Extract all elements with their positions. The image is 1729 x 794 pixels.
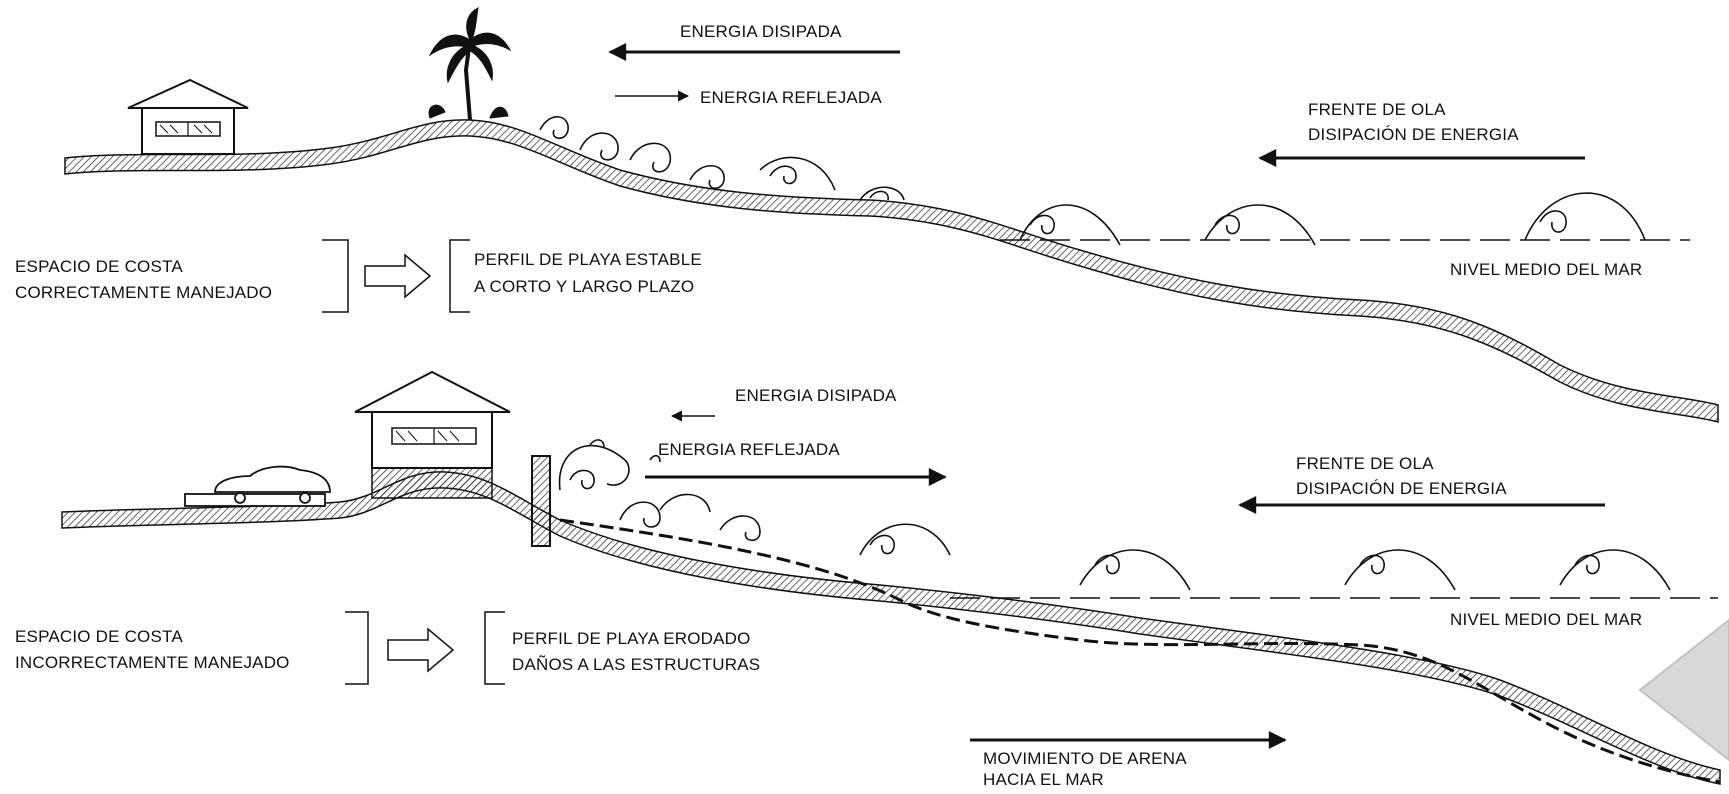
bottom-hollow-arrow bbox=[388, 629, 453, 671]
bottom-energy-dissipated-label: ENERGIA DISIPADA bbox=[735, 384, 897, 409]
top-palm-tree bbox=[429, 8, 510, 120]
bottom-sand-line2: HACIA EL MAR bbox=[983, 769, 1187, 790]
bottom-sea-level-label: NIVEL MEDIO DEL MAR bbox=[1450, 608, 1642, 633]
bottom-profile-line1: PERFIL DE PLAYA ERODADO bbox=[512, 626, 760, 652]
bottom-coast-line2: INCORRECTAMENTE MANEJADO bbox=[15, 650, 290, 676]
next-slide-button[interactable] bbox=[1640, 620, 1729, 760]
top-energy-reflected-label: ENERGIA REFLEJADA bbox=[700, 86, 882, 111]
top-wave-front-line2: DISIPACIÓN DE ENERGIA bbox=[1308, 123, 1519, 148]
top-coast-line1: ESPACIO DE COSTA bbox=[15, 254, 272, 280]
bottom-sand-line1: MOVIMIENTO DE ARENA bbox=[983, 748, 1187, 769]
top-wave-front-line1: FRENTE DE OLA bbox=[1308, 98, 1519, 123]
bottom-panel bbox=[62, 372, 1720, 784]
bottom-house bbox=[355, 372, 510, 498]
top-profile-bracket bbox=[450, 240, 470, 312]
top-energy-dissipated-label: ENERGIA DISIPADA bbox=[680, 20, 842, 45]
bottom-car bbox=[185, 467, 330, 506]
top-coast-line2: CORRECTAMENTE MANEJADO bbox=[15, 280, 272, 306]
top-wave-front-label: FRENTE DE OLA DISIPACIÓN DE ENERGIA bbox=[1308, 98, 1519, 147]
bottom-coast-bracket bbox=[345, 612, 368, 684]
top-coast-label: ESPACIO DE COSTA CORRECTAMENTE MANEJADO bbox=[15, 254, 272, 307]
bottom-seawall bbox=[532, 456, 550, 546]
top-sea-level-label: NIVEL MEDIO DEL MAR bbox=[1450, 258, 1642, 283]
top-house bbox=[128, 80, 248, 154]
bottom-wave-front-label: FRENTE DE OLA DISIPACIÓN DE ENERGIA bbox=[1296, 452, 1507, 501]
bottom-sand-movement-label: MOVIMIENTO DE ARENA HACIA EL MAR bbox=[983, 748, 1187, 791]
top-profile-line2: A CORTO Y LARGO PLAZO bbox=[474, 273, 702, 300]
bottom-profile-label: PERFIL DE PLAYA ERODADO DAÑOS A LAS ESTR… bbox=[512, 626, 760, 679]
bottom-energy-reflected-label: ENERGIA REFLEJADA bbox=[658, 438, 840, 463]
bottom-coast-line1: ESPACIO DE COSTA bbox=[15, 624, 290, 650]
top-hollow-arrow bbox=[365, 255, 430, 297]
top-profile-line1: PERFIL DE PLAYA ESTABLE bbox=[474, 246, 702, 273]
bottom-wave-front-line1: FRENTE DE OLA bbox=[1296, 452, 1507, 477]
bottom-coast-label: ESPACIO DE COSTA INCORRECTAMENTE MANEJAD… bbox=[15, 624, 290, 677]
top-breaker-zone bbox=[540, 117, 904, 200]
bottom-offshore-waves bbox=[1080, 550, 1670, 590]
top-profile-label: PERFIL DE PLAYA ESTABLE A CORTO Y LARGO … bbox=[474, 246, 702, 300]
bottom-profile-line2: DAÑOS A LAS ESTRUCTURAS bbox=[512, 652, 760, 678]
bottom-wave-front-line2: DISIPACIÓN DE ENERGIA bbox=[1296, 477, 1507, 502]
top-offshore-waves bbox=[1020, 193, 1645, 245]
bottom-profile-bracket bbox=[485, 612, 505, 684]
top-coast-bracket bbox=[322, 240, 348, 312]
top-panel bbox=[65, 8, 1718, 422]
